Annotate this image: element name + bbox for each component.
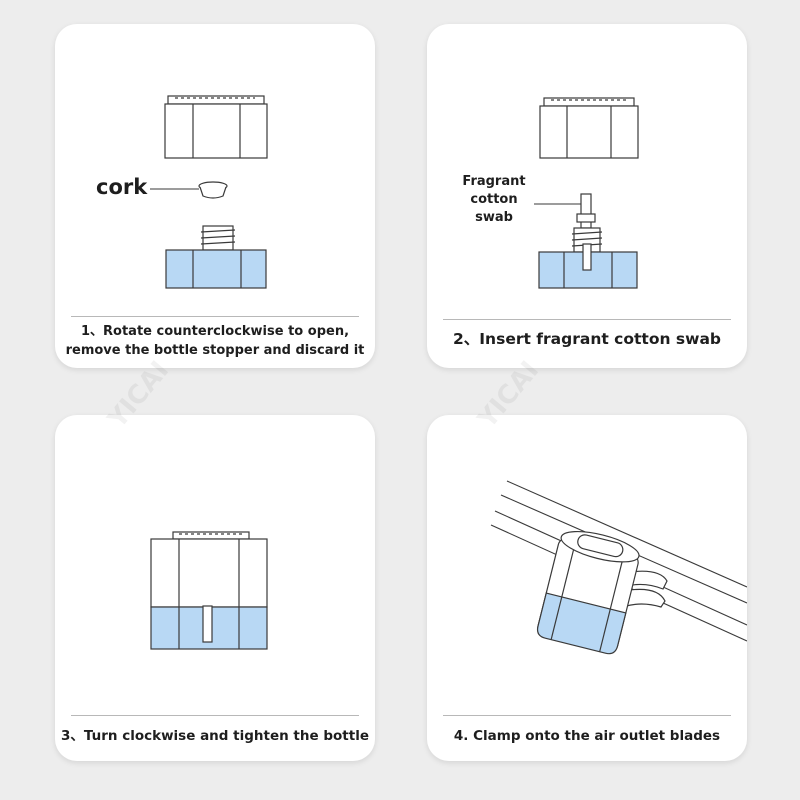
swab-label-line-2: cotton <box>470 192 518 207</box>
step-2-card: Fragrant cotton swab 2、Insert fragrant c… <box>427 24 747 368</box>
step-4-caption: 4. Clamp onto the air outlet blades <box>433 727 741 746</box>
step-3-illustration <box>150 531 268 650</box>
caption-divider <box>71 316 359 317</box>
bottle-base <box>538 227 638 289</box>
caption-divider <box>71 715 359 716</box>
air-freshener <box>536 530 640 655</box>
step-3-card: 3、Turn clockwise and tighten the bottle <box>55 415 375 761</box>
step-2-caption: 2、Insert fragrant cotton swab <box>433 330 741 349</box>
step-2-caption-line-1: 2、Insert fragrant cotton swab <box>453 330 721 348</box>
step-4-caption-line-1: 4. Clamp onto the air outlet blades <box>453 728 721 744</box>
swab-label: Fragrant cotton swab <box>449 173 539 227</box>
cork-stopper <box>198 181 228 199</box>
cork-label: cork <box>96 175 148 199</box>
cotton-swab <box>576 193 596 229</box>
step-1-caption-line-2: remove the bottle stopper and discard it <box>65 343 365 358</box>
step-4-illustration <box>490 480 747 655</box>
step-3-caption: 3、Turn clockwise and tighten the bottle <box>61 727 369 746</box>
swab-label-line-3: swab <box>475 210 513 225</box>
bottle-cap <box>539 97 639 159</box>
assembled-bottle <box>150 531 268 650</box>
step-1-card: cork 1、Rotate counterclockwise to open, … <box>55 24 375 368</box>
caption-divider <box>443 319 731 320</box>
step-3-caption-line-1: 3、Turn clockwise and tighten the bottle <box>61 728 369 744</box>
swab-label-line-1: Fragrant <box>462 174 526 189</box>
bottle-base <box>165 225 267 289</box>
step-1-illustration <box>150 95 268 289</box>
bottle-cap <box>164 95 268 159</box>
step-1-caption-line-1: 1、Rotate counterclockwise to open, <box>80 324 350 339</box>
caption-divider <box>443 715 731 716</box>
step-4-card: 4. Clamp onto the air outlet blades <box>427 415 747 761</box>
step-2-illustration <box>534 97 639 289</box>
step-1-caption: 1、Rotate counterclockwise to open, remov… <box>61 322 369 360</box>
